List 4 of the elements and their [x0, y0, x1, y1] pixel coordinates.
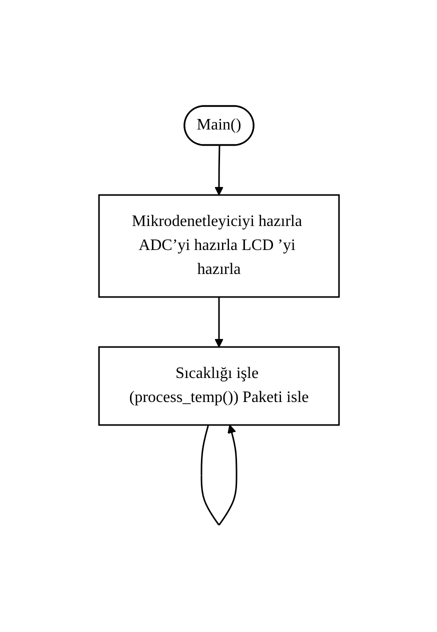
node-box: Mikrodenetleyiciyi hazırla ADC’yi hazırla LCD ’yi hazırla	[98, 194, 340, 298]
node-box: Sıcaklığı işle (process_temp()) Paketi isle	[98, 346, 340, 426]
arrow	[214, 146, 223, 196]
arrow	[214, 297, 223, 348]
